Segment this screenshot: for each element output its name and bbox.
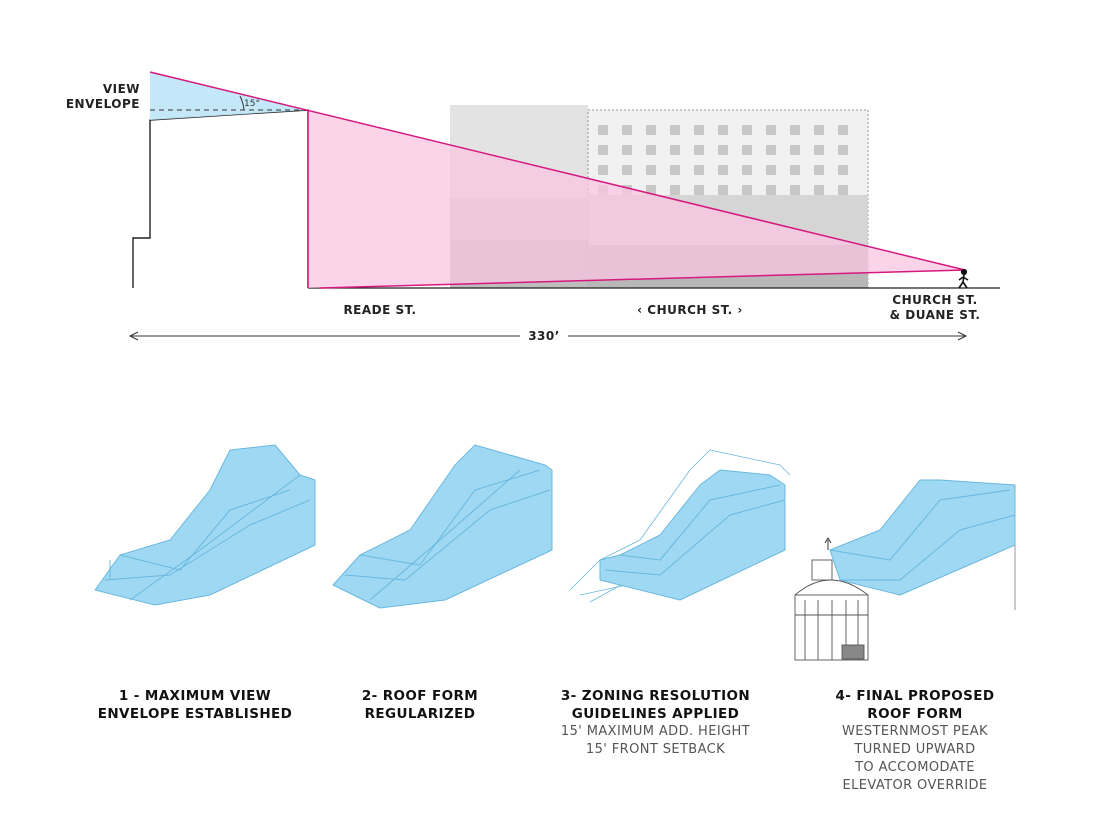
step-3-subtitle-line-1: 15' MAXIMUM ADD. HEIGHT bbox=[560, 724, 751, 739]
step-1-title-line-2: ENVELOPE ESTABLISHED bbox=[97, 706, 293, 722]
step-4-title-line-1: 4- FINAL PROPOSED bbox=[835, 688, 995, 704]
step-4-caption: 4- FINAL PROPOSED ROOF FORM WESTERNMOST … bbox=[815, 687, 1015, 795]
step-3-title-line-1: 3- ZONING RESOLUTION bbox=[560, 688, 751, 704]
background-window bbox=[718, 125, 728, 135]
background-window bbox=[694, 125, 704, 135]
step-3-title-line-2: GUIDELINES APPLIED bbox=[571, 706, 740, 722]
step-1-caption: 1 - MAXIMUM VIEW ENVELOPE ESTABLISHED bbox=[95, 687, 295, 723]
background-window bbox=[694, 185, 704, 195]
background-window bbox=[598, 145, 608, 155]
background-window bbox=[814, 165, 824, 175]
background-window bbox=[742, 145, 752, 155]
step-3-caption: 3- ZONING RESOLUTION GUIDELINES APPLIED … bbox=[548, 687, 763, 759]
background-window bbox=[718, 165, 728, 175]
step-4-subtitle-line-4: ELEVATOR OVERRIDE bbox=[842, 778, 988, 793]
view-envelope-wedge bbox=[150, 72, 308, 120]
background-window bbox=[646, 185, 656, 195]
background-window bbox=[790, 185, 800, 195]
background-window bbox=[622, 165, 632, 175]
background-window bbox=[742, 165, 752, 175]
background-window bbox=[790, 125, 800, 135]
distance-label: 330’ bbox=[528, 329, 560, 343]
background-window bbox=[790, 165, 800, 175]
background-window bbox=[766, 185, 776, 195]
background-window bbox=[718, 145, 728, 155]
street-label-reade: READE ST. bbox=[343, 303, 417, 317]
step-4-title-line-2: ROOF FORM bbox=[867, 706, 963, 722]
background-window bbox=[742, 185, 752, 195]
view-envelope-label: VIEW bbox=[100, 82, 140, 96]
background-window bbox=[814, 145, 824, 155]
step-2-title-line-2: REGULARIZED bbox=[364, 706, 476, 722]
background-window bbox=[646, 145, 656, 155]
sightline-upper bbox=[149, 71, 966, 271]
view-section-diagram: 15° bbox=[128, 71, 1000, 344]
step-4-subtitle-line-2: TURNED UPWARD bbox=[854, 742, 976, 757]
step-1-title-line-1: 1 - MAXIMUM VIEW bbox=[118, 688, 272, 704]
background-window bbox=[646, 165, 656, 175]
street-label-corner-2: & DUANE ST. bbox=[889, 308, 981, 322]
pedestrian-icon bbox=[958, 268, 969, 289]
angle-label: 15° bbox=[244, 99, 260, 109]
step-2-title-line-1: 2- ROOF FORM bbox=[361, 688, 479, 704]
view-envelope-label-line-2: ENVELOPE bbox=[65, 97, 140, 111]
background-window bbox=[622, 145, 632, 155]
background-window bbox=[670, 185, 680, 195]
step-4-subtitle-line-1: WESTERNMOST PEAK bbox=[842, 724, 988, 739]
massing-step-1 bbox=[94, 444, 316, 606]
massing-step-2 bbox=[332, 444, 553, 609]
background-window bbox=[814, 125, 824, 135]
step-2-caption: 2- ROOF FORM REGULARIZED bbox=[330, 687, 510, 723]
background-window bbox=[670, 125, 680, 135]
background-window bbox=[838, 185, 848, 195]
background-window bbox=[598, 165, 608, 175]
sightline-lower bbox=[319, 269, 966, 289]
background-window bbox=[766, 125, 776, 135]
street-label-corner-1: CHURCH ST. bbox=[892, 293, 978, 307]
background-window bbox=[838, 165, 848, 175]
step-3-subtitle-line-2: 15' FRONT SETBACK bbox=[585, 742, 726, 757]
background-window bbox=[838, 145, 848, 155]
background-window bbox=[814, 185, 824, 195]
background-window bbox=[622, 125, 632, 135]
massing-step-4 bbox=[824, 479, 1016, 610]
background-window bbox=[718, 185, 728, 195]
massing-step-3 bbox=[569, 449, 791, 603]
massing-steps bbox=[94, 444, 1016, 661]
view-envelope-label-line-1: VIEW bbox=[102, 82, 140, 96]
background-window bbox=[694, 165, 704, 175]
street-label-church: ‹ CHURCH ST. › bbox=[637, 303, 743, 317]
background-window bbox=[766, 165, 776, 175]
background-window bbox=[694, 145, 704, 155]
background-window bbox=[742, 125, 752, 135]
background-window bbox=[646, 125, 656, 135]
step-4-subtitle-line-3: TO ACCOMODATE bbox=[855, 760, 975, 775]
background-window bbox=[598, 125, 608, 135]
sightline-cone bbox=[308, 110, 965, 288]
historic-facade-drawing bbox=[794, 559, 869, 661]
existing-building-profile bbox=[132, 109, 309, 288]
background-window bbox=[670, 145, 680, 155]
background-window bbox=[766, 145, 776, 155]
background-window bbox=[790, 145, 800, 155]
background-window bbox=[838, 125, 848, 135]
background-window bbox=[670, 165, 680, 175]
